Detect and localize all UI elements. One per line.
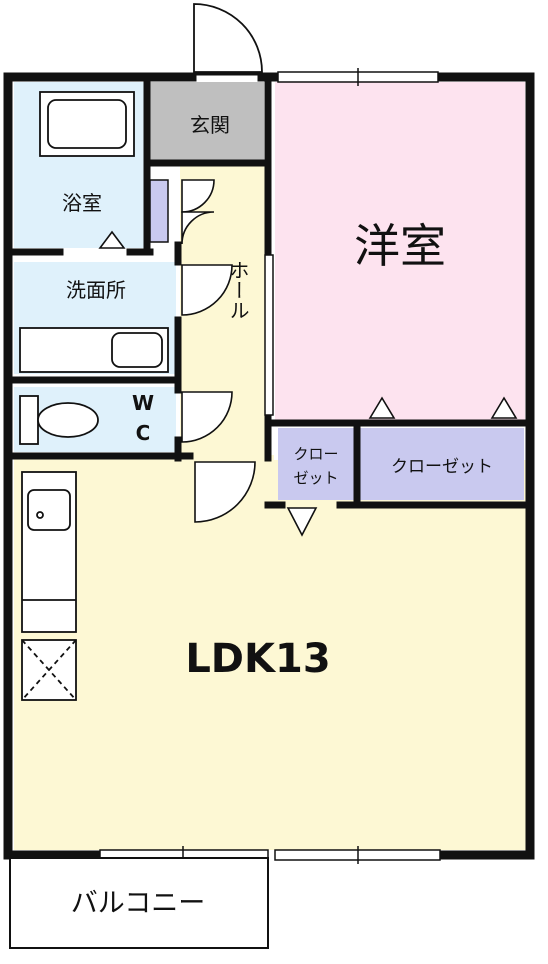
western-room-fill [275, 82, 525, 422]
bathtub [39, 91, 135, 157]
door-swings [98, 179, 518, 537]
bath-label: 浴室 [62, 191, 102, 215]
washroom-label: 洗面所 [66, 278, 126, 302]
washbasin-counter [19, 327, 169, 373]
closet-small-label-line2: ゼット [293, 469, 338, 487]
front-door [192, 3, 264, 76]
balcony-outline [9, 857, 269, 949]
wc-label-c: C [136, 421, 151, 445]
kitchen-counter [21, 471, 77, 701]
wc-label-w: W [132, 391, 154, 415]
entrance-label: 玄関 [190, 113, 230, 137]
entrance-fill [150, 82, 264, 160]
shoe-cabinet-fill [149, 179, 169, 243]
ldk-fill [14, 460, 528, 850]
balcony-label: バルコニー [71, 888, 205, 919]
western-room-label: 洋室 [354, 219, 446, 273]
hall-label: ホール [226, 260, 250, 320]
outer-walls [3, 72, 535, 860]
closet-large-label: クローゼット [391, 457, 493, 477]
closet-small-fill [278, 428, 354, 500]
closet-large-fill [360, 428, 524, 500]
ldk-upper-fill [14, 455, 274, 465]
closet-small-label-line1: クロー [293, 445, 338, 463]
ldk-label: LDK13 [185, 636, 330, 682]
toilet [19, 395, 99, 445]
interior-walls [10, 76, 530, 509]
